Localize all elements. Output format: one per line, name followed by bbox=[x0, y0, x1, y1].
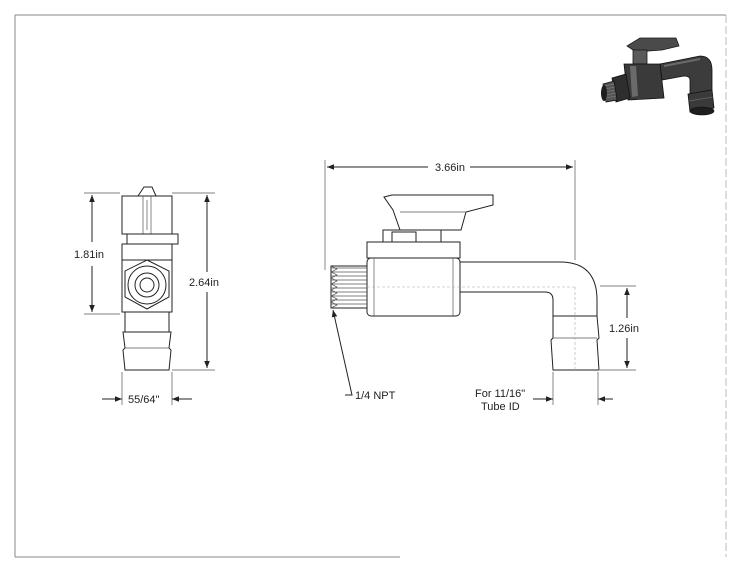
front-view bbox=[324, 160, 636, 405]
thread-size-label: 1/4 NPT bbox=[355, 390, 396, 402]
tube-note-line1: For 11/16" bbox=[475, 388, 525, 400]
overall-length-dimension-label: 3.66in bbox=[435, 162, 465, 174]
drawing-frame bbox=[14, 14, 727, 558]
outlet-height-dimension-label: 1.26in bbox=[609, 323, 639, 335]
tube-note-line2: Tube ID bbox=[481, 401, 520, 413]
side-overall-height-dimension-label: 2.64in bbox=[189, 277, 219, 289]
isometric-preview-image bbox=[601, 37, 715, 116]
side-width-dimension-label: 55/64" bbox=[128, 394, 160, 406]
side-view bbox=[84, 186, 215, 405]
side-height-dimension-label: 1.81in bbox=[74, 249, 104, 261]
